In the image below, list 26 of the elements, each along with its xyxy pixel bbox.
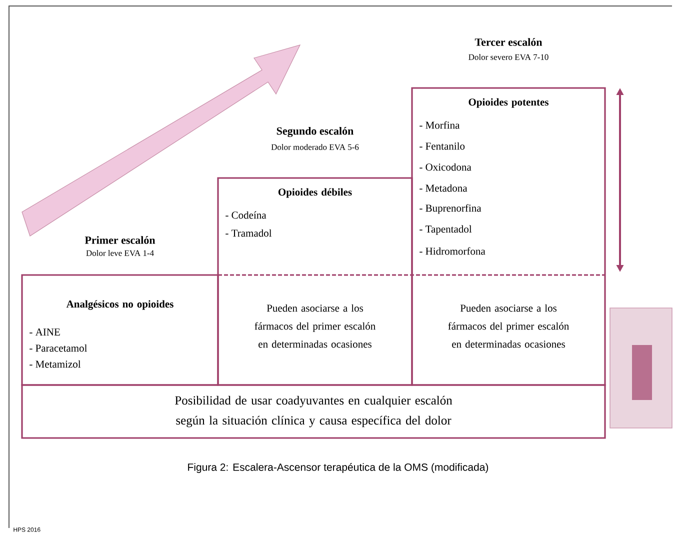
drug-list-item: - Paracetamol <box>30 344 87 352</box>
drug-list-item: - Codeína <box>226 211 266 219</box>
caption: Figura 2: Escalera-Ascensor terapéutica de la OMS (modificada) <box>188 463 488 473</box>
drug-list-item: - Fentanilo <box>420 142 465 150</box>
drug-class-heading: Opioides débiles <box>278 188 352 198</box>
drug-list-item: - Tapentadol <box>420 225 472 235</box>
pain-level-text: Dolor severo EVA 7-10 <box>468 54 548 60</box>
drug-list-item: - Morfina <box>420 121 460 129</box>
step-heading: Tercer escalón <box>474 38 542 46</box>
drug-list-item: - Buprenorfina <box>420 204 482 214</box>
drug-class-heading: Analgésicos no opioides <box>66 300 174 310</box>
drug-list-item: - Metadona <box>420 184 468 192</box>
drug-list-item: - Tramadol <box>226 229 272 237</box>
drug-list-item: - Oxicodona <box>420 163 472 171</box>
elevator-box <box>610 308 672 428</box>
note-text: Posibilidad de usar coadyuvantes en cualquier escalón según la situación clínica y causa específica del dolor <box>175 396 452 428</box>
drug-list-item: - Hidromorfona <box>420 247 486 255</box>
pain-level-text: Dolor leve EVA 1-4 <box>86 250 154 256</box>
drug-list-item: - AINE <box>30 328 60 336</box>
note-text: Pueden asociarse a los fármacos del primer escalón en determinadas ocasiones <box>254 304 376 348</box>
note-text: Pueden asociarse a los fármacos del primer escalón en determinadas ocasiones <box>448 304 569 348</box>
step-heading: Primer escalón <box>84 236 156 244</box>
step-heading: Segundo escalón <box>276 126 354 138</box>
drug-list-item: - Metamizol <box>30 360 81 368</box>
drug-class-heading: Opioides potentes <box>468 98 548 108</box>
pain-level-text: Dolor moderado EVA 5-6 <box>271 144 359 150</box>
